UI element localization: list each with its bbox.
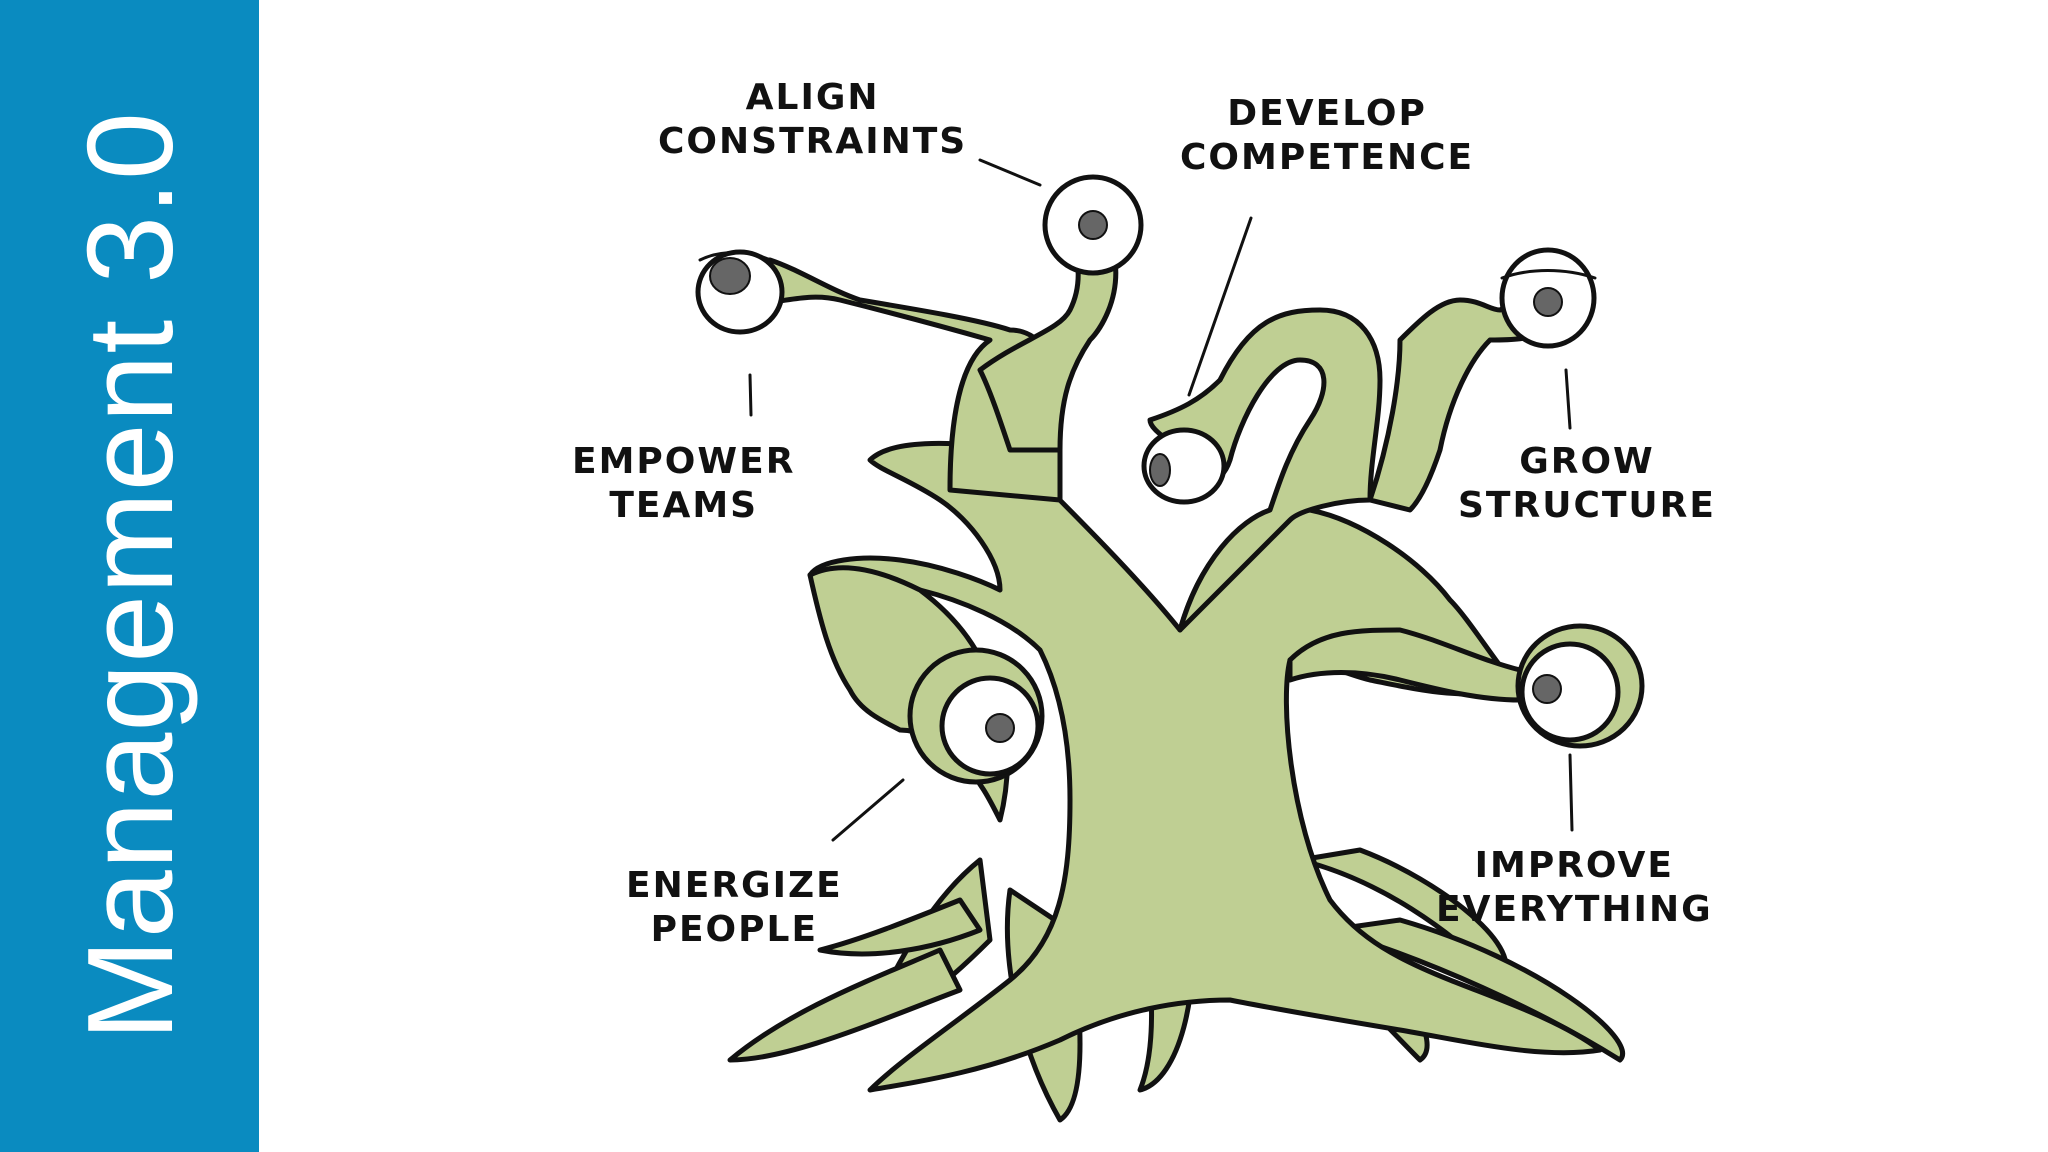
label-energize-line2: PEOPLE (650, 909, 819, 950)
eye-develop (1141, 427, 1227, 505)
label-energize-line1: ENERGIZE (626, 865, 843, 906)
branch-develop (1147, 307, 1383, 633)
label-improve-line2: EVERYTHING (1436, 889, 1713, 930)
label-grow-line2: STRUCTURE (1458, 485, 1716, 526)
label-align-constraints: ALIGN CONSTRAINTS (658, 76, 967, 164)
tree-illustration (695, 158, 1645, 1123)
label-grow-line1: GROW (1519, 441, 1655, 482)
label-improve-everything: IMPROVE EVERYTHING (1436, 844, 1713, 932)
eye-energize (907, 647, 1045, 785)
eye-empower (695, 249, 785, 335)
label-align-line2: CONSTRAINTS (658, 121, 968, 162)
label-develop-competence: DEVELOP COMPETENCE (1180, 92, 1474, 180)
eye-grow (1499, 247, 1597, 349)
label-energize-people: ENERGIZE PEOPLE (626, 864, 843, 952)
connector-lines (748, 158, 1574, 842)
label-empower-line2: TEAMS (609, 485, 759, 526)
label-develop-line1: DEVELOP (1227, 93, 1427, 134)
eye-improve (1515, 623, 1645, 749)
label-develop-line2: COMPETENCE (1180, 137, 1475, 178)
eye-align (1042, 174, 1144, 276)
sidebar: Management 3.0 (0, 0, 259, 1152)
label-empower-line1: EMPOWER (572, 441, 796, 482)
sidebar-title: Management 3.0 (62, 111, 198, 1041)
label-grow-structure: GROW STRUCTURE (1458, 440, 1716, 528)
branch-align (977, 247, 1119, 453)
tree-trunk (807, 440, 1603, 1093)
label-empower-teams: EMPOWER TEAMS (572, 440, 795, 528)
label-align-line1: ALIGN (745, 77, 880, 118)
label-improve-line1: IMPROVE (1474, 845, 1675, 886)
